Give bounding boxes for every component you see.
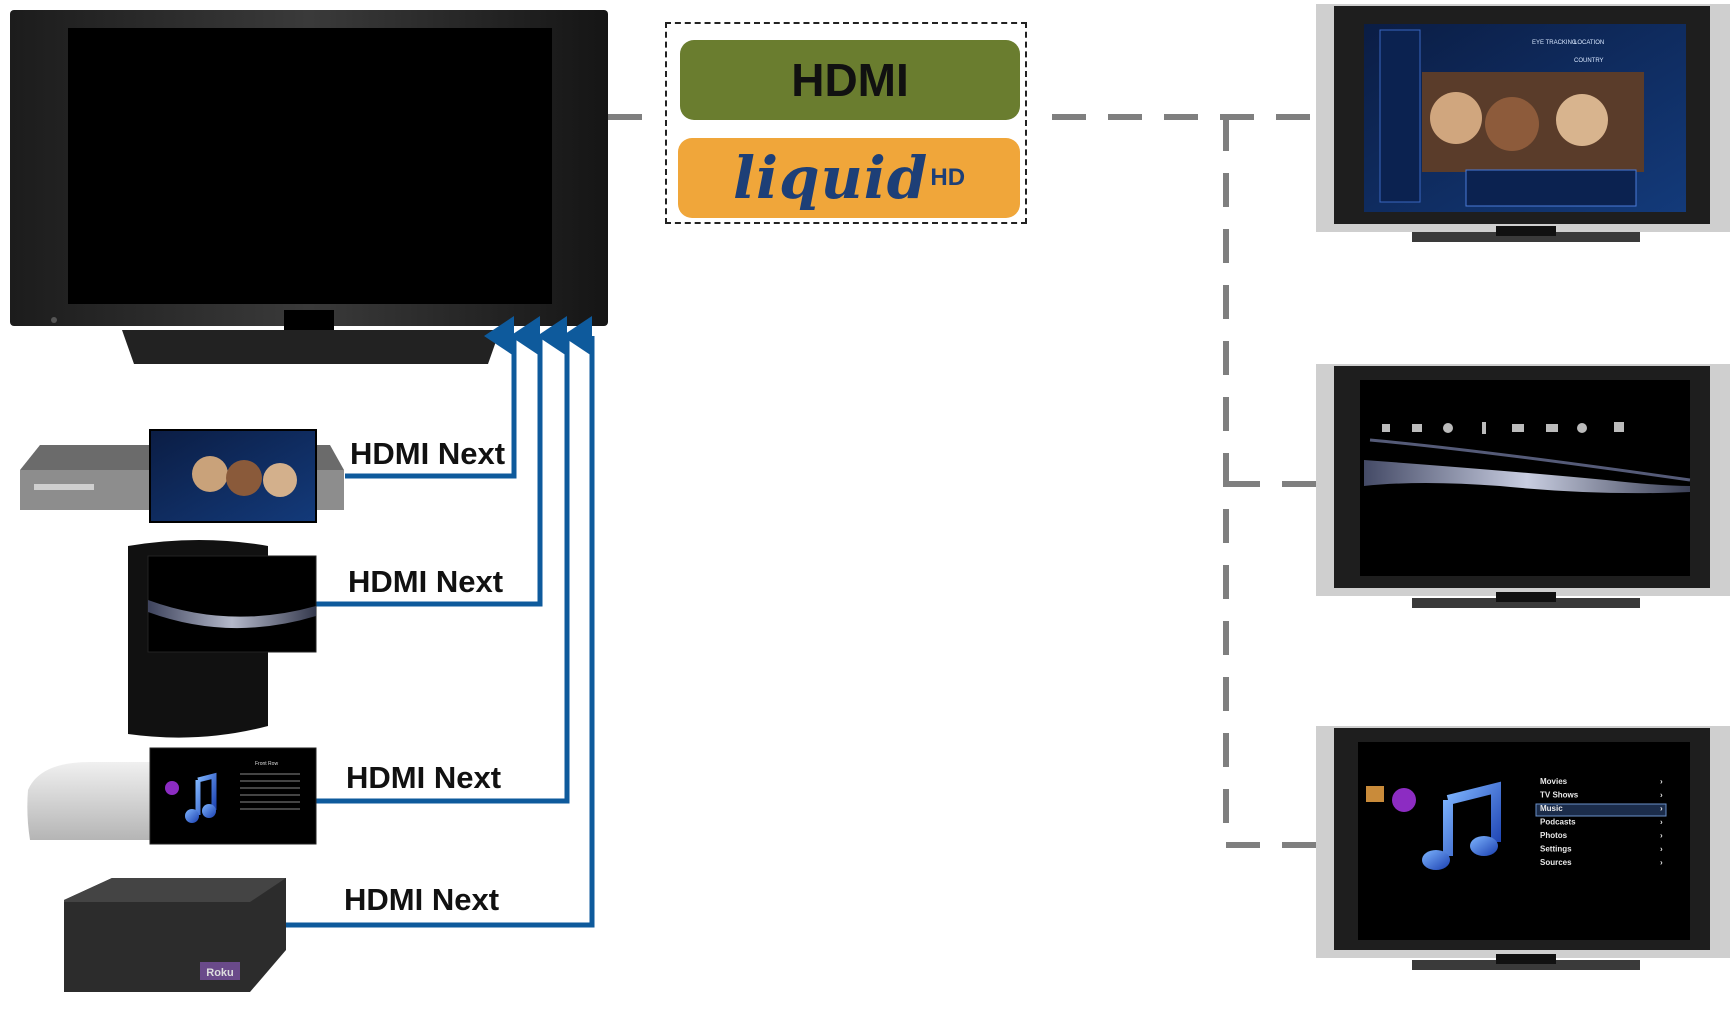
front-row-item: Podcasts bbox=[1540, 818, 1576, 827]
chevron-right-icon: › bbox=[1660, 791, 1663, 800]
chevron-right-icon: › bbox=[1660, 845, 1663, 854]
arrow-bluray bbox=[345, 316, 517, 479]
bluray-status-label: EYE TRACKING bbox=[1532, 40, 1577, 46]
chevron-right-icon: › bbox=[1660, 831, 1663, 840]
hdmi-badge-label: HDMI bbox=[791, 54, 909, 106]
chevron-right-icon: › bbox=[1660, 777, 1663, 786]
front-row-item: Photos bbox=[1540, 831, 1568, 840]
dashed-connections bbox=[608, 114, 1316, 848]
connection-label-appletv: HDMI Next bbox=[346, 760, 502, 795]
chevron-right-icon: › bbox=[1660, 804, 1663, 813]
connection-label-ps3: HDMI Next bbox=[348, 564, 504, 599]
liquidhd-logo-suffix: HD bbox=[930, 164, 966, 191]
apple-tv: Front Row bbox=[27, 747, 317, 845]
front-row-item: Sources bbox=[1540, 858, 1572, 867]
front-row-item: Movies bbox=[1540, 777, 1568, 786]
chevron-right-icon: › bbox=[1660, 858, 1663, 867]
roku-logo: Roku bbox=[206, 967, 234, 979]
tv-ps3-menu bbox=[1316, 364, 1730, 608]
arrow-appletv bbox=[316, 316, 570, 804]
chevron-right-icon: › bbox=[1660, 818, 1663, 827]
playstation-3 bbox=[128, 540, 317, 738]
main-tv bbox=[10, 10, 608, 364]
tv-front-row-menu: Movies › TV Shows › Music › Podcasts › Photos › Se… bbox=[1316, 726, 1730, 970]
hdmi-badge: HDMI bbox=[680, 40, 1020, 120]
bluray-location-label: LOCATION bbox=[1574, 40, 1604, 46]
connection-label-roku: HDMI Next bbox=[344, 882, 500, 917]
front-row-item: Music bbox=[1540, 804, 1563, 813]
front-row-item: TV Shows bbox=[1540, 791, 1579, 800]
bluray-country-label: COUNTRY bbox=[1574, 58, 1604, 64]
liquidhd-logo: liquid bbox=[732, 144, 929, 212]
connection-label-bluray: HDMI Next bbox=[350, 436, 506, 471]
appletv-front-row-title: Front Row bbox=[255, 761, 278, 767]
front-row-item: Settings bbox=[1540, 845, 1572, 854]
roku-box: Roku bbox=[64, 878, 286, 992]
hdmi-arrows bbox=[279, 316, 595, 928]
arrow-roku bbox=[279, 316, 595, 928]
tv-bluray-menu: EYE TRACKING LOCATION COUNTRY bbox=[1316, 4, 1730, 242]
arrow-ps3 bbox=[316, 316, 543, 607]
blu-ray-player bbox=[20, 429, 344, 523]
